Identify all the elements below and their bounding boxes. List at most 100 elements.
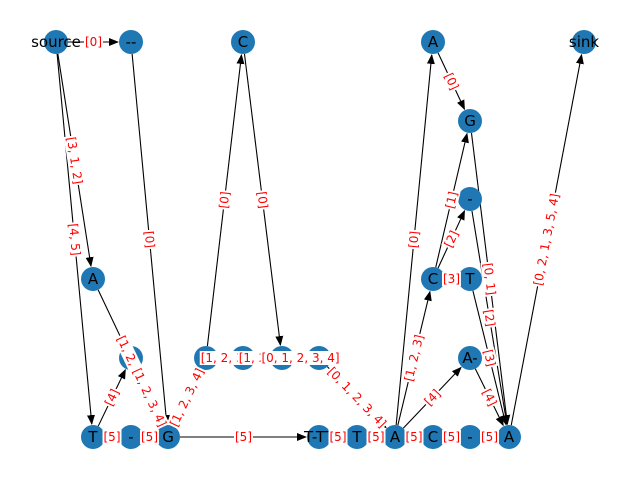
edge-label-group: [0] [216,189,233,211]
edge-label-background [479,385,500,410]
edge-label: [0] [442,71,462,92]
node-label: T-TT [303,428,335,446]
node-n_A_left: A [81,267,105,291]
node-circle [345,425,369,449]
node-circle [497,425,521,449]
node-circle [307,425,331,449]
node-label: T [87,428,98,446]
node-label: source [31,33,81,51]
node-circle [156,425,180,449]
edge-label-group: [5] [480,430,499,444]
node-label: G [464,112,476,130]
edge-label-background [442,430,461,444]
node-label: sink [569,33,599,51]
edge-label-group: [5] [328,430,348,444]
edge-label-group: [1, 2, 3, 4] [166,365,208,430]
edge-label-group: [0] [254,189,271,211]
node-circle [44,30,68,54]
edge-label-background [441,227,462,251]
edge-label-background [166,365,208,430]
node-n_A_bot: A [383,425,407,449]
edge-label-group: [5] [234,430,253,444]
node-label: A [88,270,99,288]
edge-label: [2] [481,308,498,327]
node-label: - [128,428,133,446]
node-n_dash_top: -- [119,30,143,54]
edge-label: [5] [330,430,347,444]
edge-label: [5] [235,430,252,444]
edge-label: [3] [443,272,460,286]
edge-label: [0] [255,191,271,210]
node-circle [458,346,482,370]
edge-label: [4] [479,387,499,408]
node-circle [231,30,255,54]
node-circle [458,187,482,211]
edge-label-background [199,351,250,365]
edge-label-background [480,261,499,297]
edge-label: [5] [104,430,121,444]
edge-labels-layer: [0][3, 1, 2][4, 5][0][1, 2, 3][4][5][5][… [63,35,563,444]
node-source: source [31,30,81,54]
edge-label-group: [0, 1] [480,261,499,297]
node-circle [81,267,105,291]
edge-label: [0, 1, 2, 3, 4] [325,365,389,431]
node-label: -- [126,33,137,51]
edge-label-group: [0] [441,69,462,94]
edge-label-background [63,134,86,187]
edge-label-background [480,430,499,444]
edge-label: [1, 2, 3, 4] [167,366,207,429]
edge-label: [1] [443,190,461,210]
node-label: - [467,428,472,446]
edge-label-group: [0, 1, 2, 3, 4] [324,363,390,432]
edge-label-background [401,332,427,384]
edge-label-group: [0] [84,35,103,49]
edge-label: [4, 5] [66,223,83,256]
node-label: C [428,428,438,446]
edge-label-group: [2] [441,227,462,251]
edge-label-background [420,385,445,410]
node-n_Adash: A- [458,346,482,370]
node-label: C [428,270,438,288]
edge-label: [0] [142,230,158,248]
edge-label: [1, 2, 3] [201,351,249,365]
edge-label-group: [1, 2, 3] [401,332,427,384]
edge-label: [5] [481,430,498,444]
edge-label-group: [5] [102,430,122,444]
edge-label-background [141,229,158,250]
edge-label-group: [5] [140,430,159,444]
edge-label-group: [0, 2, 1, 3, 5, 4] [530,191,563,288]
node-circle [421,30,445,54]
edge-label-background [65,221,84,258]
edge-label-background [366,430,386,444]
edge-label-background [260,351,341,365]
node-label: G [162,428,174,446]
node-n_A_top: A [421,30,445,54]
node-n_dash_bot2: - [458,425,482,449]
node-circle [119,425,143,449]
node-n_TTT: T-TT [303,425,335,449]
edge-label-group: [0] [406,229,422,250]
node-n_T_bot: T [81,425,105,449]
node-n_G_bot: G [156,425,180,449]
edge-label: [0, 1, 2, 3, 4] [261,351,339,365]
node-circle [119,30,143,54]
node-label: C [238,33,248,51]
node-circle [458,425,482,449]
edge-label: [5] [368,430,385,444]
edge-label-background [140,430,159,444]
node-label: A [390,428,401,446]
node-circle [572,30,596,54]
edge-label-group: [1, 2, 3] [199,351,250,365]
node-n_G_r: G [458,109,482,133]
node-label: T [464,270,475,288]
edge-label-group: [3] [442,272,461,286]
node-label: A [428,33,439,51]
edge-label-group: [0, 1, 2, 3, 4] [260,351,341,365]
edge-label: [5] [406,430,423,444]
edge-label: [3] [481,348,499,368]
node-label: A [504,428,515,446]
node-circle [458,109,482,133]
edge-label-background [442,272,461,286]
